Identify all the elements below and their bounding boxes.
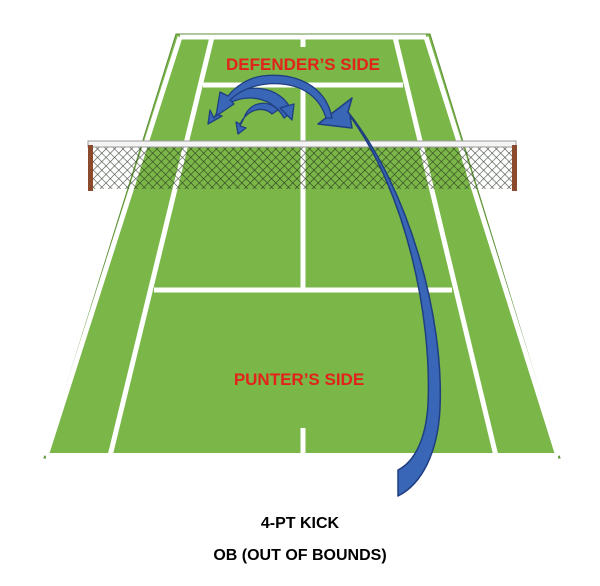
net-post-right: [512, 145, 517, 191]
right-doubles-sideline: [423, 36, 561, 457]
defender-side-label: DEFENDER’S SIDE: [226, 55, 380, 74]
upper-arc-icon: [215, 74, 333, 119]
net-post-left: [88, 145, 93, 191]
bounce-arrow-small-icon: [235, 102, 279, 135]
net-mesh: [92, 146, 512, 189]
net-tape: [87, 140, 517, 148]
caption-kick-type: 4-PT KICK: [260, 515, 340, 532]
caption-outcome: OB (OUT OF BOUNDS): [213, 547, 387, 564]
left-singles-sideline: [107, 36, 215, 457]
bounce-arrow-large-head-icon: [279, 103, 295, 121]
punter-side-label: PUNTER’S SIDE: [234, 370, 364, 389]
curved-arrow-icon: [317, 97, 442, 497]
left-doubles-sideline: [43, 36, 183, 457]
net: [87, 140, 517, 191]
right-singles-sideline: [392, 36, 499, 457]
